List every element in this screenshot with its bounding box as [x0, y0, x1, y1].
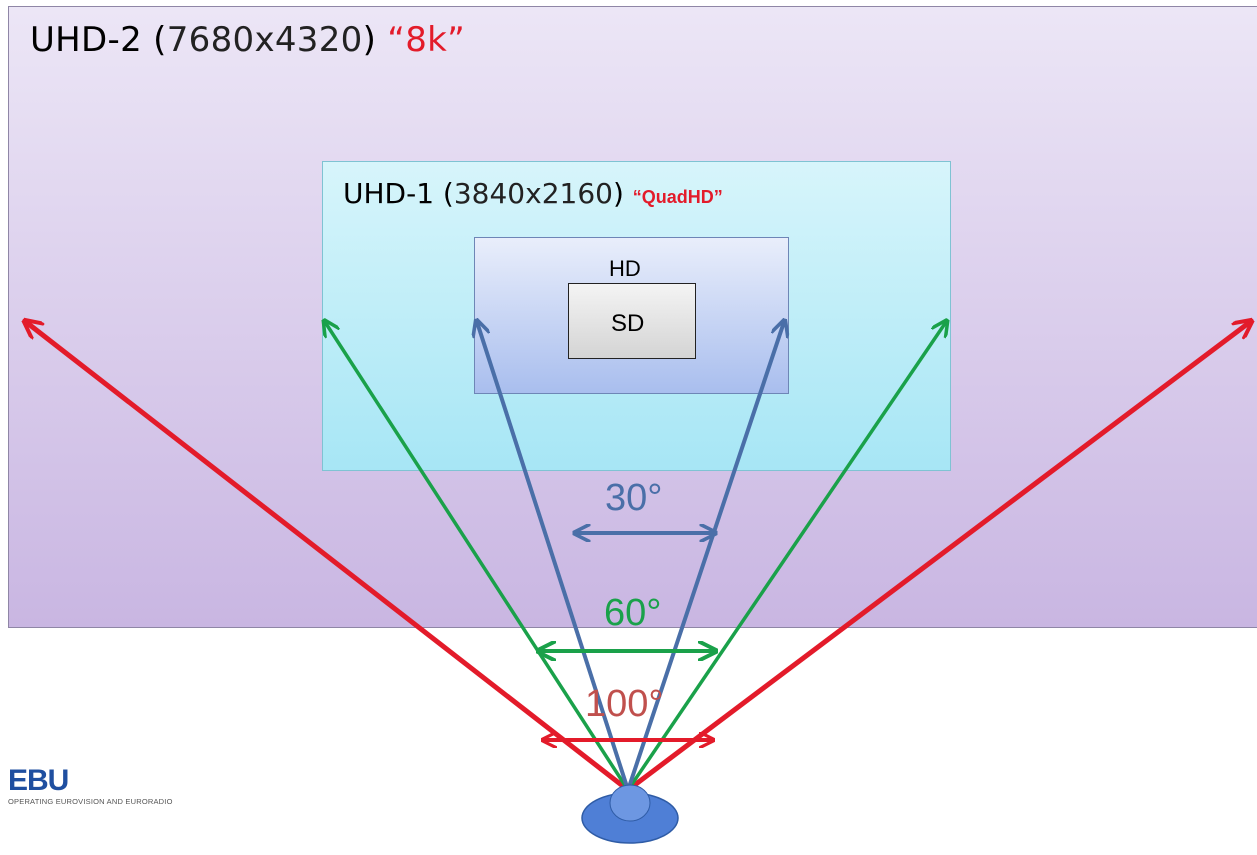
sd-label: SD	[611, 310, 645, 337]
uhd1-resolution: 3840x2160	[453, 177, 613, 210]
uhd2-nickname: “8k”	[387, 20, 466, 60]
angle-label-100: 100°	[585, 683, 664, 725]
uhd1-close-paren: )	[612, 177, 624, 210]
uhd2-title: UHD-2 (7680x4320) “8k”	[30, 20, 465, 60]
ebu-logo-tagline: OPERATING EUROVISION AND EURORADIO	[8, 797, 173, 806]
hd-label: HD	[609, 256, 641, 281]
uhd1-title: UHD-1 (3840x2160) “QuadHD”	[343, 177, 723, 210]
red-ray-left	[26, 322, 630, 792]
angle-label-60: 60°	[604, 592, 662, 634]
uhd1-name: UHD-1 (	[343, 177, 454, 210]
sd-frame	[568, 283, 696, 359]
ebu-logo: EBU OPERATING EUROVISION AND EURORADIO	[8, 764, 218, 807]
angle-label-30: 30°	[605, 477, 663, 519]
viewer-head-icon	[581, 784, 679, 844]
blue-ray-left	[477, 322, 630, 791]
red-ray-right	[626, 322, 1250, 792]
uhd1-nickname: “QuadHD”	[632, 187, 723, 207]
uhd2-name: UHD-2 (	[30, 20, 167, 60]
blue-ray-right	[626, 322, 784, 791]
uhd2-close-paren: )	[362, 20, 377, 60]
green-ray-right	[626, 322, 946, 791]
green-ray-left	[325, 322, 630, 791]
uhd2-resolution: 7680x4320	[166, 20, 363, 60]
ebu-logo-mark: EBU	[8, 764, 69, 797]
